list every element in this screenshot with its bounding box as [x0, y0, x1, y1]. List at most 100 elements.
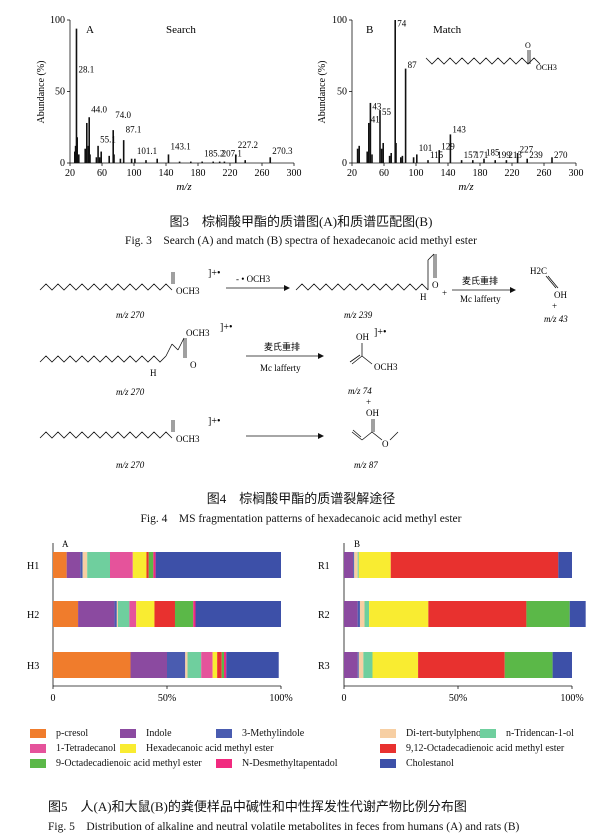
stacked-bar-segment: [344, 652, 358, 678]
o-239: O: [432, 280, 439, 290]
legend-item: N-Desmethyltapentadol: [216, 758, 338, 769]
stacked-bar-segment: [359, 601, 365, 627]
stacked-bar-segment: [357, 601, 360, 627]
legend-label: p-cresol: [56, 728, 89, 739]
legend-swatch: [216, 759, 232, 768]
x-tick-label: 50%: [449, 693, 467, 704]
stacked-bar-segment: [344, 601, 358, 627]
legend-swatch: [380, 729, 396, 738]
stacked-bar-segment: [110, 552, 133, 578]
y-tick-label: 100: [50, 15, 65, 26]
legend-label: 1-Tetradecanol: [56, 743, 116, 754]
legend-item: Cholestanol: [380, 758, 454, 769]
stacked-bar-segment: [185, 652, 188, 678]
peak-label: 270.3: [272, 146, 293, 156]
legend-swatch: [216, 729, 232, 738]
stacked-bar-segment: [146, 552, 149, 578]
row-label: R3: [318, 661, 330, 672]
legend-swatch: [380, 759, 396, 768]
row-label: H3: [27, 661, 39, 672]
mz-239: m/z 239: [344, 310, 373, 320]
legend-item: 9,12-Octadecadienoic acid methyl ester: [380, 743, 564, 754]
x-tick-label: 60: [97, 168, 107, 179]
row-label: H1: [27, 561, 39, 572]
peak-label: 87: [408, 60, 418, 70]
stacked-bar-segment: [80, 552, 83, 578]
stacked-bar-segment: [114, 601, 117, 627]
mclafferty-en-2: Mc lafferty: [260, 363, 301, 373]
och3-label-3: OCH3: [176, 434, 200, 444]
mz-270-row1: m/z 270: [116, 310, 145, 320]
peak-label: 129: [441, 142, 455, 152]
stacked-bar-segment: [66, 552, 81, 578]
peak-label: 157: [464, 150, 478, 160]
stacked-bar-segment: [201, 652, 213, 678]
peak-label: 28.1: [78, 64, 94, 74]
peak-label: 143: [452, 124, 466, 134]
stacked-bar-segment: [167, 652, 186, 678]
y-tick-label: 50: [55, 87, 65, 98]
fig5-caption-cn: 图5 人(A)和大鼠(B)的粪便样品中碱性和中性挥发性代谢产物比例分布图: [48, 799, 467, 814]
oh-74: OH: [356, 332, 369, 342]
x-tick-label: 180: [191, 168, 206, 179]
chain-239: [295, 283, 429, 291]
oh-43: OH: [554, 290, 567, 300]
plus-239: +: [442, 288, 447, 298]
x-tick-label: 60: [379, 168, 389, 179]
stacked-bar-segment: [116, 601, 118, 627]
stacked-bar-segment: [358, 652, 364, 678]
y-tick-label: 50: [337, 87, 347, 98]
stacked-bar-segment: [504, 652, 553, 678]
peak-label: 270: [554, 150, 568, 160]
peak-label: 171: [475, 150, 489, 160]
och3-label-1: OCH3: [176, 286, 200, 296]
peak-label: 101.1: [137, 146, 157, 156]
radical-cation-2: ]+•: [220, 322, 232, 333]
stacked-bar-segment: [212, 652, 218, 678]
peak-label: 101: [419, 143, 433, 153]
y-tick-label: 0: [60, 158, 65, 169]
fig5-caption-en: Fig. 5 Distribution of alkaline and neut…: [48, 821, 520, 833]
stacked-bar-segment: [372, 652, 419, 678]
h-270-row2: H: [150, 368, 157, 378]
peak-label: 74.0: [115, 110, 131, 120]
stacked-bar-segment: [552, 652, 572, 678]
legend-label: 3-Methylindole: [242, 728, 305, 739]
radical-cation-3: ]+•: [208, 416, 220, 427]
legend-label: 9,12-Octadecadienoic acid methyl ester: [406, 743, 565, 754]
mz-label-a: m/z: [176, 181, 192, 193]
row-label: R2: [318, 610, 330, 621]
h2c-43: H2C: [530, 266, 547, 276]
peak-label: 185.2: [204, 149, 224, 159]
peak-label: 55: [382, 107, 392, 117]
stacked-bar-segment: [354, 552, 358, 578]
x-tick-label: 20: [65, 168, 75, 179]
legend-label: Di-tert-butylphenol: [406, 728, 484, 739]
x-tick-label: 100: [127, 168, 142, 179]
x-tick-label: 220: [505, 168, 520, 179]
stacked-bar-segment: [82, 552, 88, 578]
row-label: R1: [318, 561, 330, 572]
fig5-panel-b-letter: B: [354, 539, 360, 549]
legend-label: Indole: [146, 728, 172, 739]
o-87: O: [382, 439, 389, 449]
stacked-bar-segment: [117, 601, 130, 627]
stacked-bar-segment: [428, 601, 527, 627]
stacked-bar-segment: [53, 552, 67, 578]
stacked-bar-segment: [358, 552, 391, 578]
stacked-bar-segment: [132, 552, 147, 578]
y-tick-label: 100: [332, 15, 347, 26]
stacked-bar-segment: [226, 652, 279, 678]
loss-och3-label: - • OCH3: [236, 274, 271, 284]
mclafferty-cn-2: 麦氏重排: [264, 341, 300, 352]
plus-43: +: [552, 301, 557, 311]
legend-swatch: [480, 729, 496, 738]
y-tick-label: 0: [342, 158, 347, 169]
fig4-caption-cn: 图4 棕榈酸甲酯的质谱裂解途径: [206, 491, 396, 506]
stacked-bar-segment: [78, 601, 115, 627]
stacked-bar-segment: [357, 552, 359, 578]
x-tick-label: 140: [441, 168, 456, 179]
